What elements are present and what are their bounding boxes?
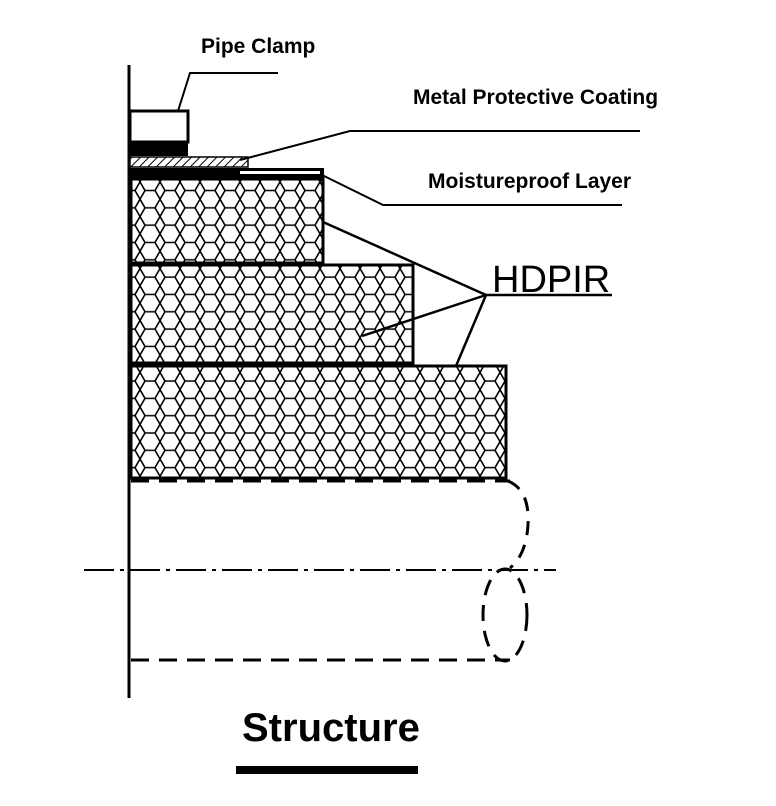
hdpir-layer-1 [129, 177, 325, 265]
hdpir-leader-2 [361, 293, 487, 338]
hdpir-layer-3 [129, 364, 508, 480]
pipe-end-ellipse [481, 567, 529, 663]
moistureproof-strip [130, 168, 324, 178]
metal-coating-label: Metal Protective Coating [413, 86, 658, 109]
moistureproof-strip-inner [240, 171, 320, 174]
pipe-clamp-leader [177, 72, 278, 112]
pipe-clamp-base [130, 142, 188, 156]
hdpir-leader-1 [322, 220, 487, 297]
metal-coating-strip [129, 156, 249, 168]
moistureproof-leader [319, 173, 622, 206]
pipe-clamp-label: Pipe Clamp [201, 35, 315, 58]
moistureproof-label: Moistureproof Layer [428, 170, 631, 193]
hdpir-label: HDPIR [492, 259, 610, 301]
hdpir-layer-2 [129, 263, 415, 365]
pipe-end-dashed [507, 479, 530, 570]
pipe-clamp-block [128, 109, 190, 144]
title-underline [236, 766, 418, 774]
diagram-title: Structure [242, 706, 420, 750]
metal-coating-leader [239, 130, 640, 161]
hdpir-leader-3 [454, 294, 488, 367]
